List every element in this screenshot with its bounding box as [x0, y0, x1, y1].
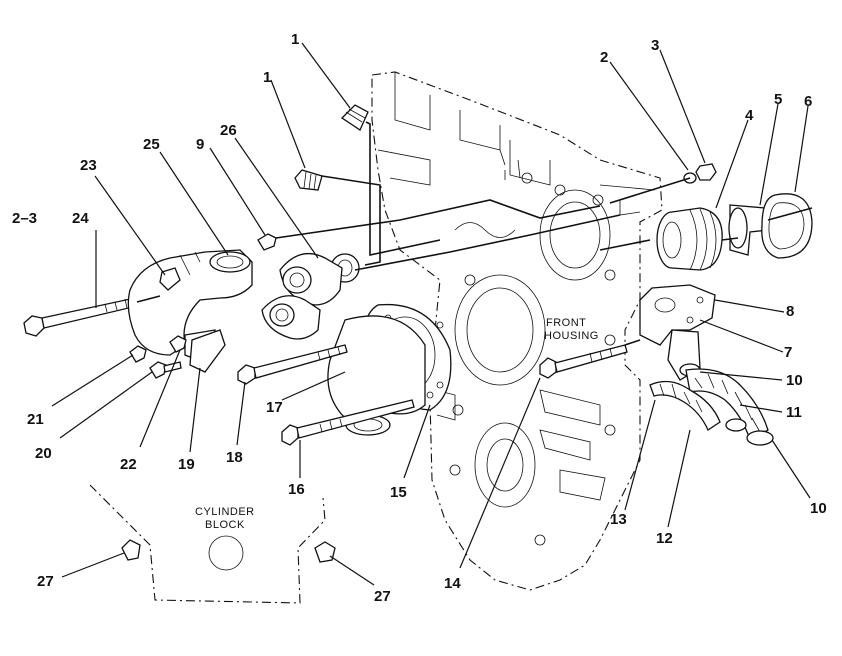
- callout-20: 20: [35, 445, 52, 462]
- callout-1-upper: 1: [291, 31, 299, 48]
- callout-15: 15: [390, 484, 407, 501]
- bolt-24: [23, 297, 138, 337]
- callout-4: 4: [745, 107, 754, 124]
- water-seal: [656, 207, 723, 271]
- thermostat-housing: [127, 249, 253, 361]
- callout-5: 5: [774, 91, 782, 108]
- bolt-18: [237, 344, 348, 385]
- cylinder-block: [89, 484, 326, 604]
- callout-17: 17: [266, 399, 283, 416]
- elbow-gasket: [189, 329, 226, 373]
- o-ring-gasket: [761, 193, 813, 259]
- front-housing: [371, 71, 663, 591]
- leader-lines: [51, 42, 811, 586]
- bolt-16: [281, 399, 415, 446]
- callout-10-lower: 10: [810, 500, 827, 517]
- bolt-21: [129, 345, 147, 363]
- callout-23: 23: [80, 157, 97, 174]
- callout-25: 25: [143, 136, 160, 153]
- callout-8: 8: [786, 303, 794, 320]
- callout-21: 21: [27, 411, 44, 428]
- bolt-20: [149, 361, 182, 379]
- thermostat: [261, 252, 360, 340]
- callout-6: 6: [804, 93, 812, 110]
- callout-12: 12: [656, 530, 673, 547]
- plug-27-right: [314, 541, 336, 563]
- cylinder-block-label-line2: BLOCK: [205, 519, 245, 531]
- bolt-14: [539, 344, 628, 379]
- nut: [695, 163, 717, 181]
- bypass-tube: [649, 380, 721, 431]
- callout-10-upper: 10: [786, 372, 803, 389]
- hose-clamp-lower: [746, 430, 774, 446]
- callout-2-3: 2–3: [12, 210, 37, 227]
- bolt-9: [257, 233, 277, 251]
- callout-9: 9: [196, 136, 204, 153]
- plug-27-left: [121, 539, 141, 561]
- callout-11: 11: [786, 404, 802, 421]
- bolt-22: [169, 335, 187, 353]
- callout-2: 2: [600, 49, 608, 66]
- callout-1-lower: 1: [263, 69, 271, 86]
- callout-19: 19: [178, 456, 195, 473]
- callout-16: 16: [288, 481, 305, 498]
- coolant-hose: [685, 368, 774, 446]
- front-housing-label-line1: FRONT: [546, 317, 586, 329]
- callout-3: 3: [651, 37, 659, 54]
- assembly-lines: [136, 121, 813, 346]
- callout-24: 24: [72, 210, 89, 227]
- callout-18: 18: [226, 449, 243, 466]
- callout-27-left: 27: [37, 573, 54, 590]
- callout-27-right: 27: [374, 588, 391, 605]
- callout-numbers: 1 1 2 3 4 5 6 7 8 9 10 10 11 12 13 14 15…: [12, 31, 827, 605]
- front-housing-label-line2: HOUSING: [544, 330, 599, 342]
- plug-lower: [294, 169, 323, 191]
- callout-13: 13: [610, 511, 627, 528]
- plug-upper: [340, 104, 369, 131]
- callout-7: 7: [784, 344, 792, 361]
- elbow-adapter: [639, 284, 716, 381]
- cylinder-block-label-line1: CYLINDER: [195, 506, 255, 518]
- callout-14: 14: [444, 575, 461, 592]
- callout-22: 22: [120, 456, 137, 473]
- callout-26: 26: [220, 122, 237, 139]
